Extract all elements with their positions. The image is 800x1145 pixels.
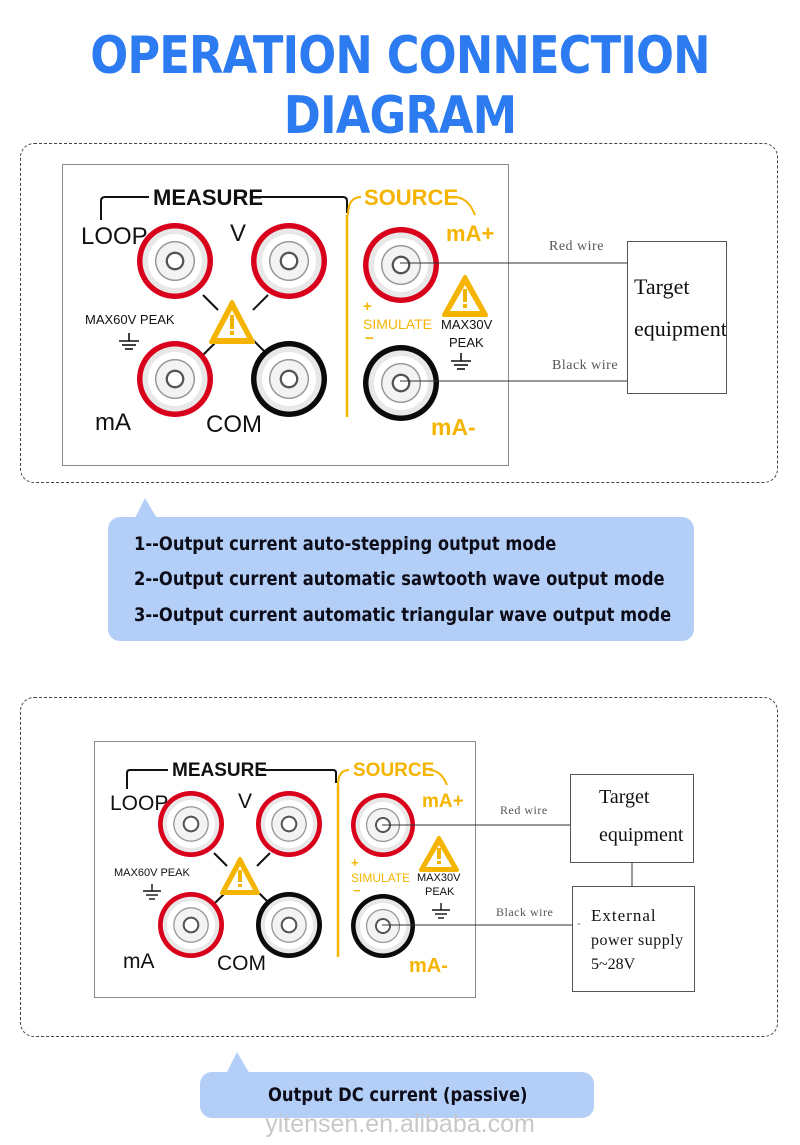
max30-label: MAX30V [417,872,461,884]
loop-label: LOOP [110,792,169,815]
jack-v[interactable] [256,791,322,857]
diagram-2-frame [20,697,778,1037]
callout-1-pointer [134,498,158,520]
simulate-label: SIMULATE [363,316,432,332]
diagram-1-frame [20,143,778,483]
red-wire-label: Red wire [549,239,604,254]
plus-sign: + [363,298,372,315]
mode-item-3: 3--Output current automatic triangular w… [134,604,672,626]
jack-source-ma-minus[interactable] [351,894,415,958]
diagram-1-wires [400,262,627,382]
ext-minus-sign: - [577,918,581,930]
measure-header: MEASURE [153,185,264,210]
jack-loop[interactable] [158,791,224,857]
ext-label-line2: power supply [591,932,684,949]
simulate-label: SIMULATE [351,871,411,885]
ground-icon [432,903,450,919]
target-label-line2: equipment [599,824,684,846]
plus-sign: + [351,855,359,870]
max60-label: MAX60V PEAK [85,312,175,327]
v-label: V [230,220,247,247]
minus-sign: − [365,330,374,347]
mode-item-2: 2--Output current automatic sawtooth wav… [134,568,665,590]
panel-1-bracket-lines [100,196,488,417]
ext-label-line1: External [591,906,657,925]
ma-label: mA [95,409,131,436]
com-label: COM [206,411,262,438]
peak-label: PEAK [449,335,484,350]
source-header: SOURCE [364,185,459,210]
minus-sign: − [353,883,361,898]
jack-com[interactable] [256,892,322,958]
target-equipment-box: Target equipment [627,241,727,394]
com-label: COM [217,952,266,975]
jack-com[interactable] [251,341,327,417]
callout-mode-list: 1--Output current auto-stepping output m… [108,517,694,641]
callout-output-dc: Output DC current (passive) [200,1072,594,1118]
peak-label: PEAK [425,886,455,898]
ground-icon [119,333,139,350]
loop-label: LOOP [81,223,148,250]
target-label-line2: equipment [634,316,727,341]
black-wire-label: Black wire [552,358,619,373]
watermark: yitensen.en.alibaba.com [265,1110,535,1138]
output-dc-label: Output DC current (passive) [268,1084,528,1106]
jack-source-ma-minus[interactable] [363,345,439,421]
target-equipment-box: Target equipment [570,774,694,863]
ma-plus-label: mA+ [422,791,464,812]
max30-label: MAX30V [441,317,493,332]
ma-minus-label: mA- [431,414,476,440]
mode-item-1: 1--Output current auto-stepping output m… [134,533,557,555]
source-header: SOURCE [353,760,435,781]
warning-icon [442,275,488,317]
ma-minus-label: mA- [409,955,448,977]
v-label: V [238,790,253,813]
red-wire-label: Red wire [500,803,548,817]
page-title: OPERATION CONNECTION DIAGRAM [90,26,710,146]
ma-label: mA [123,950,155,973]
ground-icon [143,884,161,900]
meter-panel-1: MEASURE SOURCE LOOP V mA COM mA+ mA- MAX… [62,164,509,466]
external-power-supply-box: - External power supply 5~28V [572,886,695,992]
ground-icon [451,353,471,370]
meter-panel-2: MEASURE SOURCE LOOP V mA COM mA+ mA- MAX… [94,741,476,998]
warning-icon [419,836,459,872]
warning-icon [209,300,255,344]
jack-v[interactable] [251,223,327,299]
jack-loop[interactable] [137,223,213,299]
jack-ma[interactable] [137,341,213,417]
max60-label: MAX60V PEAK [114,867,190,879]
ma-plus-label: mA+ [446,221,495,246]
warning-icon [220,857,260,895]
callout-2-pointer [226,1052,250,1074]
ext-label-line3: 5~28V [591,956,636,973]
jack-source-ma-plus[interactable] [363,227,439,303]
target-label-line1: Target [599,786,650,808]
measure-header: MEASURE [172,760,268,781]
black-wire-label: Black wire [496,905,554,919]
target-label-line1: Target [634,274,690,299]
jack-ma[interactable] [158,892,224,958]
